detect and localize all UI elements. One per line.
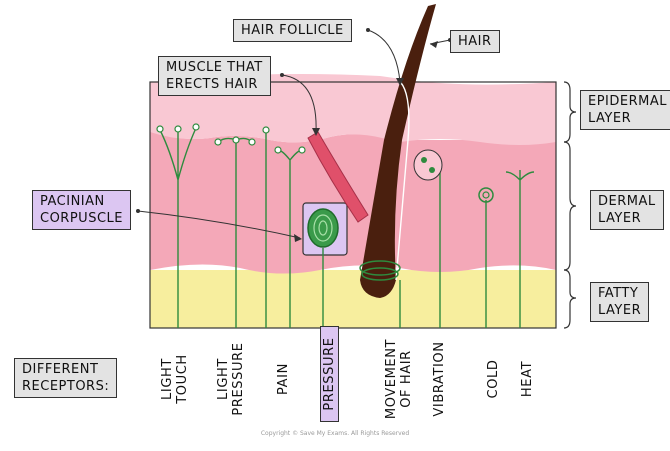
- leader-lines: [137, 29, 451, 239]
- label-muscle-line2: ERECTS HAIR: [166, 77, 258, 92]
- receptors-heading-line2: RECEPTORS:: [22, 379, 110, 394]
- receptor-label-6: COLD: [486, 336, 501, 422]
- receptor-label-4-line-0: MOVEMENT: [384, 338, 399, 420]
- receptor-label-6-line-0: COLD: [486, 359, 501, 399]
- copyright-notice: Copyright © Save My Exams. All Rights Re…: [260, 430, 410, 437]
- receptor-label-3-line-0: PRESSURE: [322, 337, 337, 411]
- receptors-heading-line1: DIFFERENT: [22, 362, 99, 377]
- label-dermal-line1: DERMAL: [598, 194, 656, 209]
- label-pacinian: PACINIAN CORPUSCLE: [32, 190, 131, 230]
- receptor-label-2: PAIN: [276, 336, 291, 422]
- erector-muscle: [307, 131, 369, 223]
- receptors-heading: DIFFERENT RECEPTORS:: [14, 358, 118, 398]
- receptor-label-4-line-1: OF HAIR: [399, 350, 414, 408]
- pacinian-corpuscle: [307, 208, 339, 248]
- skin-outline: [149, 81, 557, 329]
- label-pacinian-line1: PACINIAN: [40, 194, 105, 209]
- label-muscle: MUSCLE THAT ERECTS HAIR: [158, 56, 271, 96]
- receptor-label-3: PRESSURE: [320, 326, 339, 422]
- cold-receptor: [478, 187, 494, 203]
- receptor-label-5-line-0: VIBRATION: [432, 341, 447, 417]
- receptor-label-5: VIBRATION: [432, 336, 447, 422]
- label-fatty: FATTY LAYER: [590, 282, 650, 322]
- receptor-label-1-line-0: LIGHT: [216, 358, 231, 400]
- fatty-layer-region: [150, 270, 556, 328]
- label-epidermal: EPIDERMAL LAYER: [580, 90, 670, 130]
- arrow-muscle: [312, 128, 320, 136]
- vibration-receptor: [413, 149, 443, 181]
- hair-shaft: [360, 4, 436, 298]
- receptor-label-0-line-1: TOUCH: [175, 354, 190, 404]
- receptor-label-2-line-0: PAIN: [276, 363, 291, 395]
- label-dermal-line2: LAYER: [598, 211, 642, 226]
- layer-brackets: [563, 81, 577, 329]
- label-pacinian-line2: CORPUSCLE: [40, 211, 123, 226]
- label-hair-follicle: HAIR FOLLICLE: [233, 19, 352, 42]
- label-muscle-line1: MUSCLE THAT: [166, 60, 263, 75]
- label-dermal: DERMAL LAYER: [590, 190, 664, 230]
- receptor-label-1-line-1: PRESSURE: [231, 342, 246, 416]
- label-fatty-line1: FATTY: [598, 286, 639, 301]
- label-epidermal-line2: LAYER: [588, 111, 632, 126]
- receptor-label-7: HEAT: [520, 336, 535, 422]
- arrow-hair: [430, 41, 438, 48]
- arrow-pacinian: [294, 234, 302, 242]
- label-hair: HAIR: [450, 30, 500, 53]
- nerve-endings: [156, 123, 306, 154]
- hair-movement-receptor: [359, 260, 401, 276]
- label-epidermal-line1: EPIDERMAL: [588, 94, 667, 109]
- arrow-hair-follicle: [396, 78, 404, 86]
- label-fatty-line2: LAYER: [598, 303, 642, 318]
- receptor-label-7-line-0: HEAT: [520, 360, 535, 398]
- receptor-label-0-line-0: LIGHT: [160, 358, 175, 400]
